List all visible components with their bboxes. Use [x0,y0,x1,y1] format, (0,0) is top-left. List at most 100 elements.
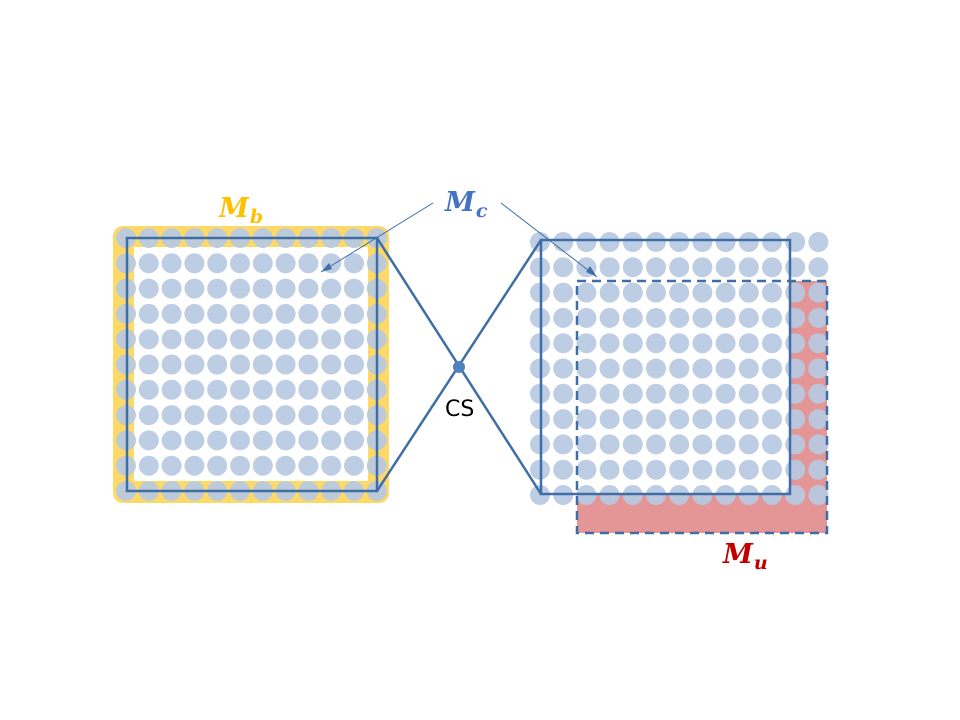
right-grid-dot [669,333,690,354]
left-grid-dot [252,329,273,350]
right-grid-dot [762,333,782,354]
right-grid-dot [738,232,759,252]
right-grid-dot [762,383,782,404]
right-grid-dot [622,383,643,404]
right-grid-dot [576,232,597,252]
left-grid-dot [184,303,205,324]
right-grid-dot [622,409,643,430]
right-grid-dot [715,383,736,404]
left-grid-dot [321,379,342,400]
left-grid-dot [344,278,364,299]
left-grid-dot [252,405,273,426]
left-grid-dot [252,455,273,476]
right-grid-dot [576,333,597,354]
right-grid-dot [622,459,643,480]
left-grid-dot [138,379,159,400]
right-grid-dot [762,257,782,278]
left-frame [125,236,379,493]
right-grid-dot [808,383,829,404]
left-grid-dot [207,253,228,274]
left-grid-dot [161,278,182,299]
left-grid-dot [138,303,159,324]
right-grid-dot [553,257,574,278]
left-grid-dot [298,329,319,350]
left-grid-dot [230,354,250,375]
left-grid-dot [161,405,182,426]
left-grid-dot [344,455,364,476]
left-grid-dot [275,354,296,375]
right-grid-dot [599,307,620,328]
left-grid-dot [184,455,205,476]
right-grid-dot [622,307,643,328]
left-grid-dot [230,430,250,451]
left-grid-dot [161,329,182,350]
right-dot-grid [530,232,829,505]
left-grid-dot [321,354,342,375]
left-grid-dot [321,329,342,350]
right-grid-dot [553,459,574,480]
left-grid-dot [275,253,296,274]
right-grid-dot [715,358,736,379]
right-grid-dot [785,307,806,328]
left-grid-dot [252,430,273,451]
left-grid-dot [230,455,250,476]
right-grid-dot [762,282,782,303]
left-grid-dot [138,253,159,274]
cs-label: CS [445,397,474,422]
left-grid-dot [207,278,228,299]
right-grid-dot [622,232,643,252]
right-grid-dot [808,409,829,430]
left-grid-dot [298,303,319,324]
right-grid-dot [785,333,806,354]
left-grid-dot [230,329,250,350]
right-grid-dot [738,358,759,379]
right-grid-dot [808,232,829,252]
right-grid-dot [646,383,666,404]
right-grid-dot [738,434,759,455]
left-grid-dot [138,455,159,476]
right-grid-dot [808,333,829,354]
left-grid-dot [298,379,319,400]
right-grid-dot [692,282,713,303]
left-grid-dot [138,405,159,426]
left-grid-dot [252,379,273,400]
right-grid-dot [808,257,829,278]
mc-leader-right-arrowhead [586,266,597,277]
right-grid-dot [576,282,597,303]
right-grid-dot [785,232,806,252]
left-grid-dot [184,354,205,375]
right-grid-dot [646,333,666,354]
left-grid-dot [184,379,205,400]
right-grid-dot [715,307,736,328]
right-grid-dot [599,232,620,252]
right-grid-dot [599,358,620,379]
right-grid-dot [785,434,806,455]
right-grid-dot [738,459,759,480]
right-grid-dot [669,232,690,252]
left-grid-dot [252,303,273,324]
right-grid-dot [669,282,690,303]
left-grid-dot [252,253,273,274]
right-grid-dot [808,282,829,303]
right-grid-dot [599,434,620,455]
left-grid-dot [275,405,296,426]
left-grid-dot [298,354,319,375]
left-grid-dot [207,405,228,426]
left-grid-dot [207,379,228,400]
right-grid-dot [553,333,574,354]
right-grid-dot [576,409,597,430]
right-grid-dot [599,257,620,278]
cs-center-point [453,361,465,373]
right-grid-dot [692,333,713,354]
right-grid-dot [599,333,620,354]
left-grid-dot [184,430,205,451]
left-grid-dot [161,455,182,476]
right-grid-dot [692,383,713,404]
left-grid-dot [161,354,182,375]
right-grid-dot [646,409,666,430]
left-grid-dot [344,329,364,350]
right-grid-dot [785,282,806,303]
mc-leader-right [500,202,598,278]
left-grid-dot [321,405,342,426]
